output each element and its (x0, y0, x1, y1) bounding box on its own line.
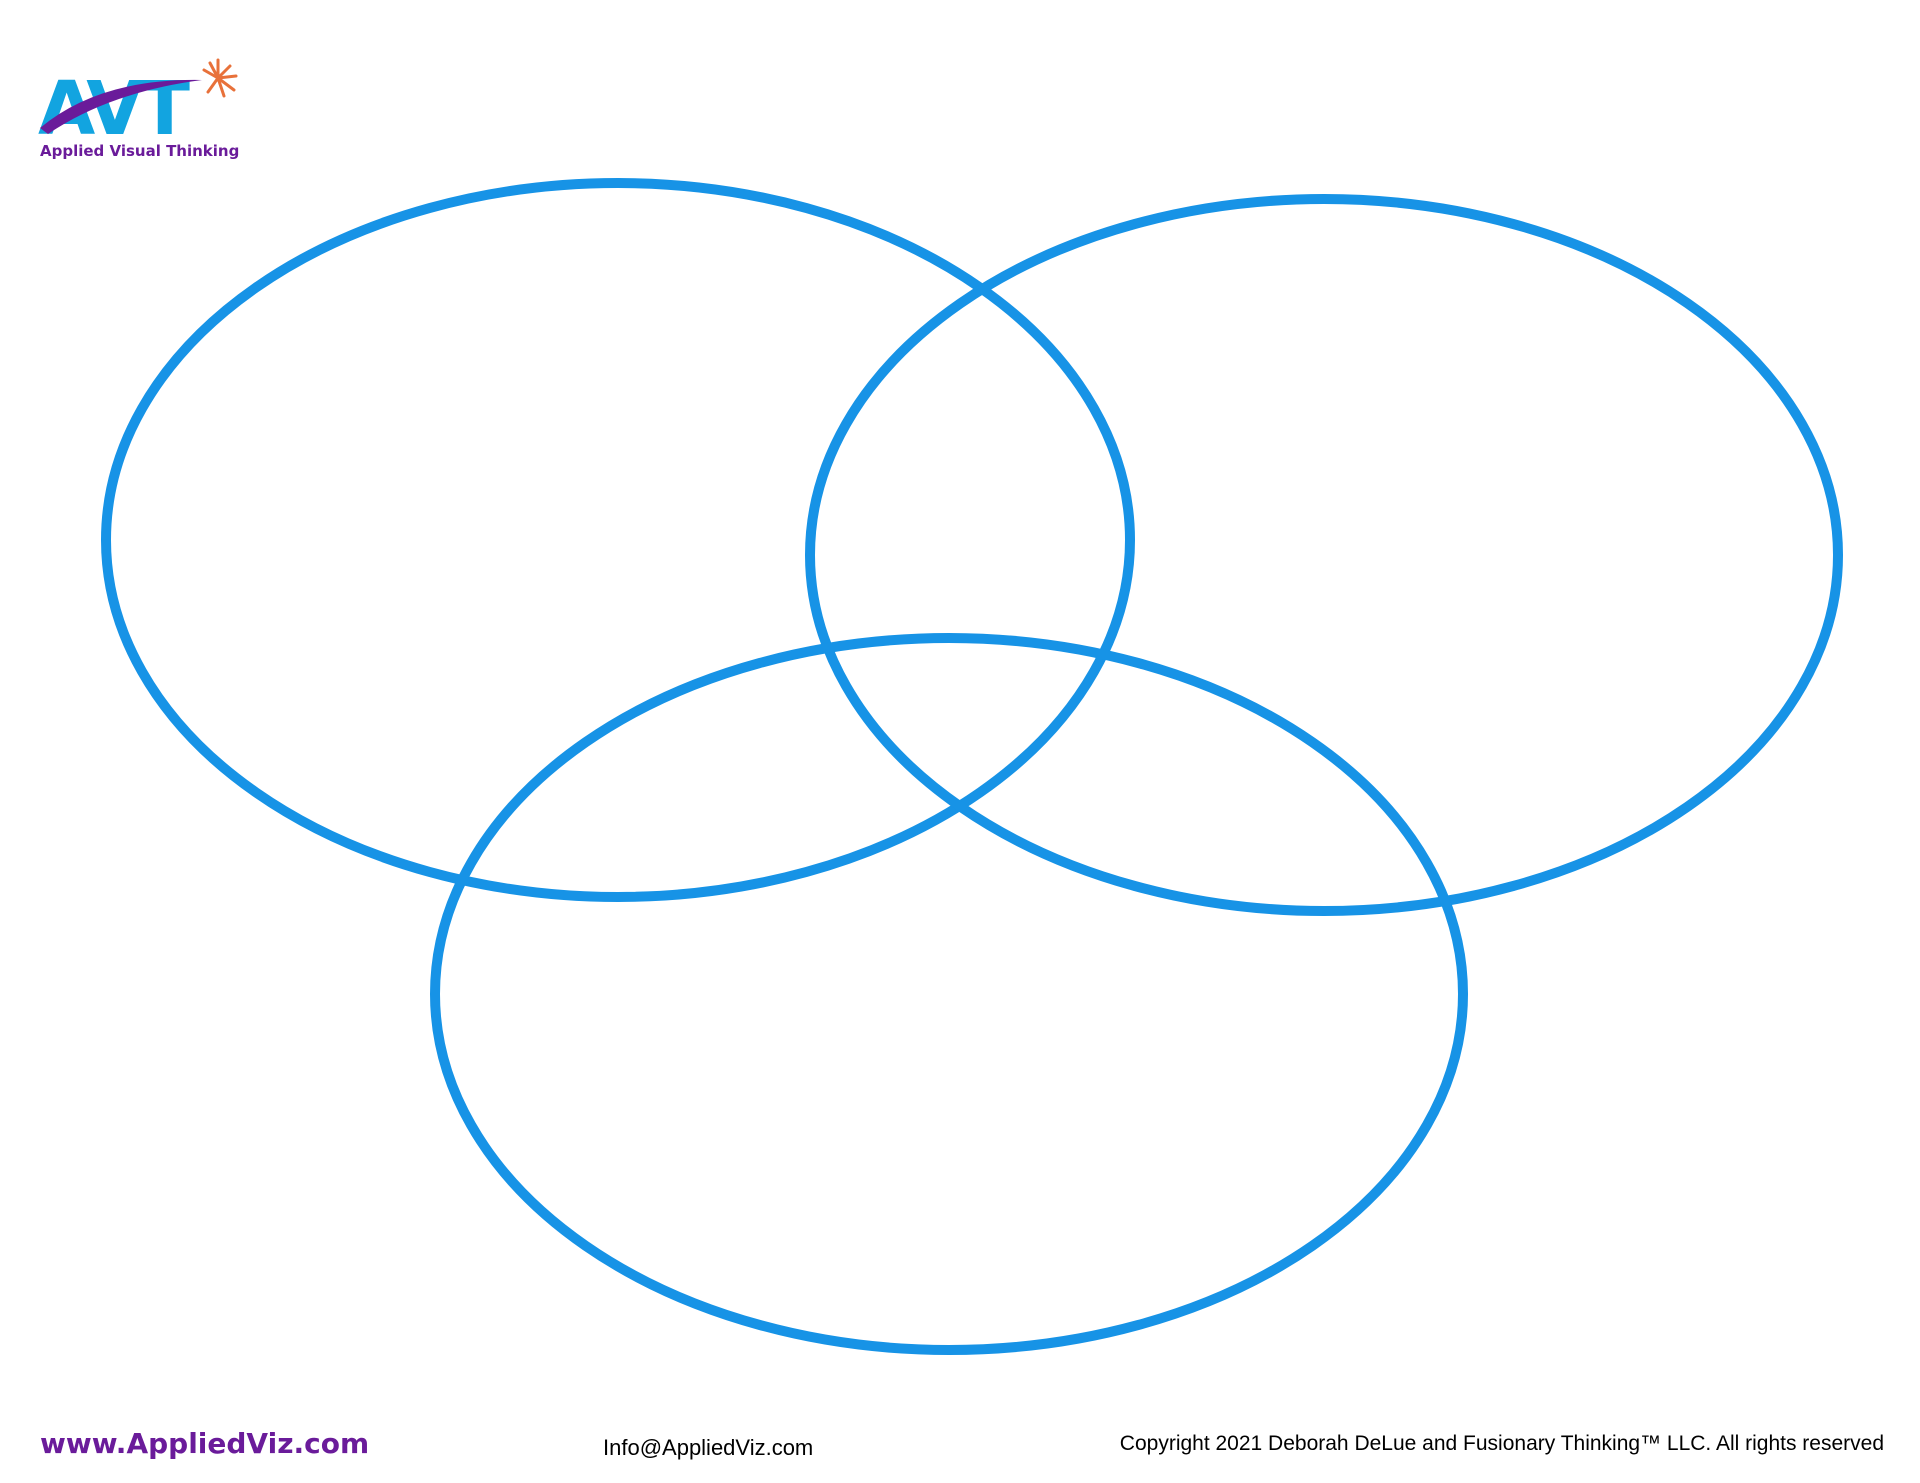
footer-website-link[interactable]: www.AppliedViz.com (40, 1427, 370, 1460)
venn-diagram (101, 178, 1843, 1355)
avt-logo: AVT Applied Visual Thinking (30, 30, 270, 165)
venn-circle-top-right (805, 194, 1843, 916)
logo-text: Applied Visual Thinking (40, 142, 239, 160)
swoosh-icon (40, 79, 202, 134)
footer-email-link[interactable]: Info@AppliedViz.com (603, 1435, 814, 1460)
venn-circle-bottom (430, 633, 1468, 1355)
footer-copyright: Copyright 2021 Deborah DeLue and Fusiona… (1119, 1432, 1884, 1455)
venn-circle-top-left (101, 178, 1135, 902)
avt-logo-graphic: AVT Applied Visual Thinking (38, 58, 239, 160)
spark-icon (202, 58, 238, 98)
logo-letters: AVT (38, 66, 191, 152)
